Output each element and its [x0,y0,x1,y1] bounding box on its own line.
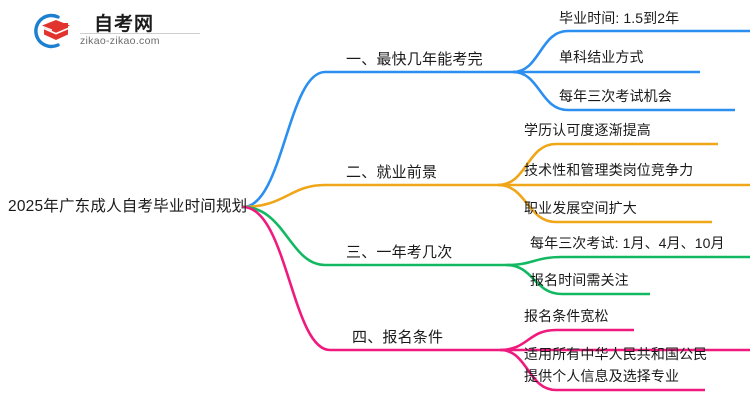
logo-url: zikao-zikao.com [80,35,160,47]
leaf-node-4-1[interactable]: 报名条件宽松 [524,308,609,324]
graduation-cap-icon [34,13,70,49]
wire-root-to-branch-1 [242,70,513,209]
logo-name-cn: 自考网 [94,14,155,35]
leaf-node-2-1[interactable]: 学历认可度逐渐提高 [524,122,651,138]
leaf-node-3-1[interactable]: 每年三次考试: 1月、4月、10月 [530,235,725,251]
branch-node-1[interactable]: 一、最快几年能考完 [346,51,483,68]
leaf-node-4-2[interactable]: 适用所有中华人民共和国公民 [524,346,708,362]
wire-branch-3-leaf-1 [505,255,750,267]
branch-node-3[interactable]: 三、一年考几次 [346,244,453,261]
leaf-node-1-3[interactable]: 每年三次考试机会 [559,88,672,104]
site-logo[interactable]: 自考网 zikao-zikao.com [28,8,208,54]
leaf-node-4-3[interactable]: 提供个人信息及选择专业 [524,368,680,384]
leaf-node-1-1[interactable]: 毕业时间: 1.5到2年 [559,10,680,26]
leaf-node-1-2[interactable]: 单科结业方式 [559,49,644,65]
branch-node-4[interactable]: 四、报名条件 [352,329,444,346]
leaf-node-2-2[interactable]: 技术性和管理类岗位竞争力 [524,162,694,178]
root-node[interactable]: 2025年广东成人自考毕业时间规划 [8,198,248,215]
wire-root-to-branch-2 [242,183,498,209]
logo-divider [80,33,200,34]
branch-node-2[interactable]: 二、就业前景 [346,164,438,181]
leaf-node-3-2[interactable]: 报名时间需关注 [530,272,629,288]
logo-wordmark: 自考网 zikao-zikao.com [80,8,206,52]
leaf-node-2-3[interactable]: 职业发展空间扩大 [524,200,637,216]
